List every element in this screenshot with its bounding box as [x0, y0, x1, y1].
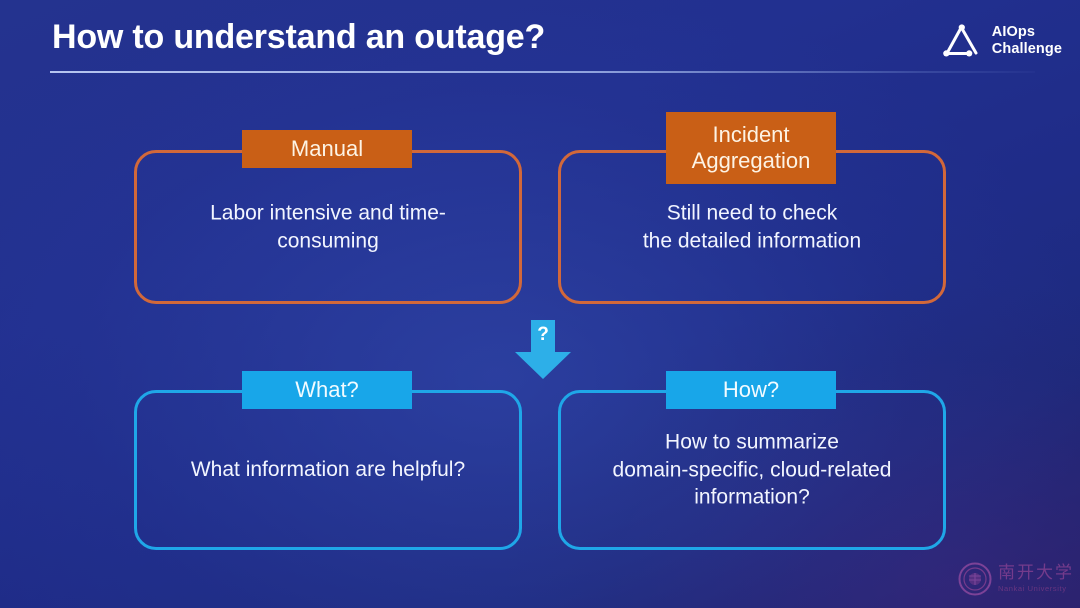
connector-arrow: ? [514, 320, 572, 380]
nankai-logo-text: 南开大学 Nankai University [998, 565, 1074, 593]
panel-how-tab[interactable]: How? [666, 371, 836, 409]
panel-manual-tab[interactable]: Manual [242, 130, 412, 168]
nankai-name-cn: 南开大学 [998, 563, 1074, 584]
panel-how[interactable]: How to summarize domain-specific, cloud-… [558, 390, 946, 550]
panel-incident-aggregation-tab[interactable]: Incident Aggregation [666, 112, 836, 184]
aiops-logo-text: AIOps Challenge [992, 24, 1062, 57]
panel-what-tab[interactable]: What? [242, 371, 412, 409]
panel-how-body: How to summarize domain-specific, cloud-… [612, 430, 892, 509]
nankai-university-logo: 南开大学 Nankai University [958, 562, 1074, 596]
panel-manual-body: Labor intensive and time- consuming [210, 201, 446, 252]
aiops-logo-line1: AIOps [991, 24, 1035, 41]
panel-manual[interactable]: Labor intensive and time- consuming [134, 150, 522, 304]
aiops-logo-line2: Challenge [991, 41, 1062, 57]
panel-what-body: What information are helpful? [190, 458, 466, 482]
down-arrow-icon [515, 320, 571, 379]
panel-incident-aggregation-body: Still need to check the detailed informa… [642, 201, 862, 252]
aiops-triangle-icon [942, 24, 978, 57]
title-divider [50, 71, 1035, 73]
page-title: How to understand an outage? [52, 18, 546, 56]
aiops-challenge-logo: AIOps Challenge [939, 20, 1062, 62]
panel-what[interactable]: What information are helpful? [134, 390, 522, 550]
nankai-seal-icon [958, 562, 992, 596]
nankai-name-en: Nankai University [998, 584, 1067, 594]
